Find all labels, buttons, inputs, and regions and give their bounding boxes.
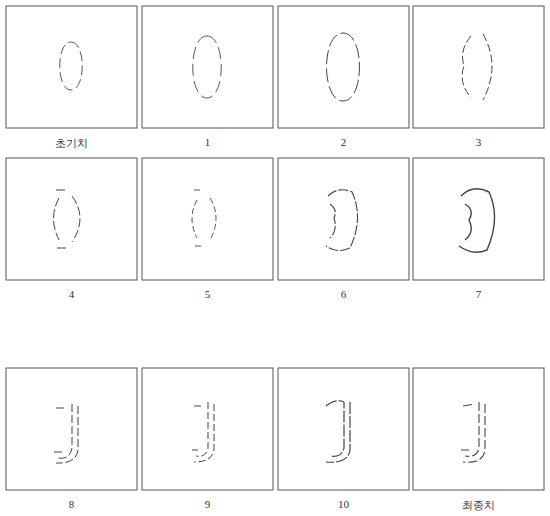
morph-panel [413, 368, 544, 490]
digit-outline [326, 401, 350, 463]
frame-label: 1 [205, 136, 211, 148]
morph-panel [413, 158, 544, 280]
morph-panel [6, 6, 137, 128]
morph-panel [6, 368, 137, 490]
frame-label: 3 [476, 136, 482, 148]
panel-frame [413, 6, 544, 128]
frame-label: 6 [341, 288, 347, 300]
panel-frame [142, 368, 273, 490]
digit-outline [60, 42, 83, 90]
panel-frame [142, 158, 273, 280]
digit-outline [326, 190, 358, 251]
morph-panel [278, 368, 409, 490]
digit-outline [462, 34, 492, 100]
morph-panel [142, 158, 273, 280]
panel-frame [142, 6, 273, 128]
digit-outline [54, 404, 78, 463]
morph-panel [142, 6, 273, 128]
panel-frame [413, 368, 544, 490]
digit-outline [54, 190, 81, 248]
morph-panel [6, 158, 137, 280]
morph-panel [413, 6, 544, 128]
frame-label: 8 [69, 498, 75, 510]
morph-panel [278, 158, 409, 280]
digit-outline [459, 189, 495, 252]
panel-frame [6, 368, 137, 490]
digit-outline [461, 402, 485, 462]
frame-label: 2 [341, 136, 347, 148]
frame-label: 9 [205, 498, 211, 510]
panel-frame [6, 158, 137, 280]
digit-outline [193, 36, 222, 98]
morph-panel [142, 368, 273, 490]
frame-label: 초기치 [55, 136, 88, 151]
panel-frame [278, 368, 409, 490]
frame-label: 최종치 [462, 498, 495, 513]
frame-label: 7 [476, 288, 482, 300]
digit-outline [192, 190, 216, 246]
frame-label: 10 [338, 498, 349, 510]
digit-outline [192, 402, 214, 462]
panel-frame [278, 6, 409, 128]
panel-frame [6, 6, 137, 128]
panel-frame [278, 158, 409, 280]
frame-label: 4 [69, 288, 75, 300]
digit-outline [327, 33, 360, 101]
panel-frame [413, 158, 544, 280]
morph-panel [278, 6, 409, 128]
frame-label: 5 [205, 288, 211, 300]
